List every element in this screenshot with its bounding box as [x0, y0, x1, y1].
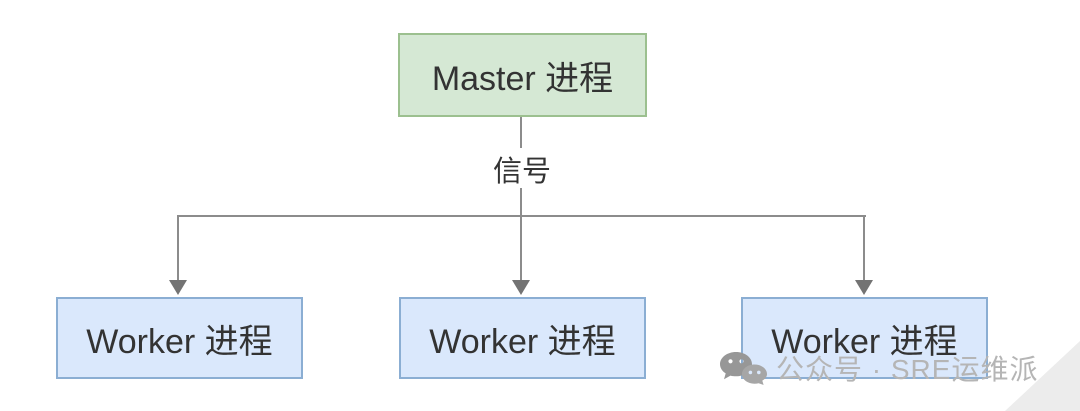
- arrowhead-down-icon: [512, 280, 530, 295]
- worker-process-node-3: Worker 进程: [741, 297, 988, 379]
- worker-process-label: Worker 进程: [86, 322, 273, 361]
- worker-process-node-1: Worker 进程: [56, 297, 303, 379]
- edge-branch-middle: [520, 217, 522, 283]
- master-process-label: Master 进程: [431, 59, 614, 98]
- edge-horizontal-bus: [178, 215, 866, 217]
- worker-process-label: Worker 进程: [429, 322, 616, 361]
- edge-master-vertical-bottom: [520, 188, 522, 216]
- edge-branch-right: [863, 215, 865, 283]
- worker-process-node-2: Worker 进程: [399, 297, 646, 379]
- arrowhead-down-icon: [855, 280, 873, 295]
- edge-label-signal: 信号: [462, 148, 582, 190]
- arrowhead-down-icon: [169, 280, 187, 295]
- edge-master-vertical-top: [520, 117, 522, 149]
- master-process-node: Master 进程: [398, 33, 647, 117]
- corner-stripe-decoration: [1005, 341, 1080, 411]
- edge-branch-left: [177, 215, 179, 283]
- worker-process-label: Worker 进程: [771, 322, 958, 361]
